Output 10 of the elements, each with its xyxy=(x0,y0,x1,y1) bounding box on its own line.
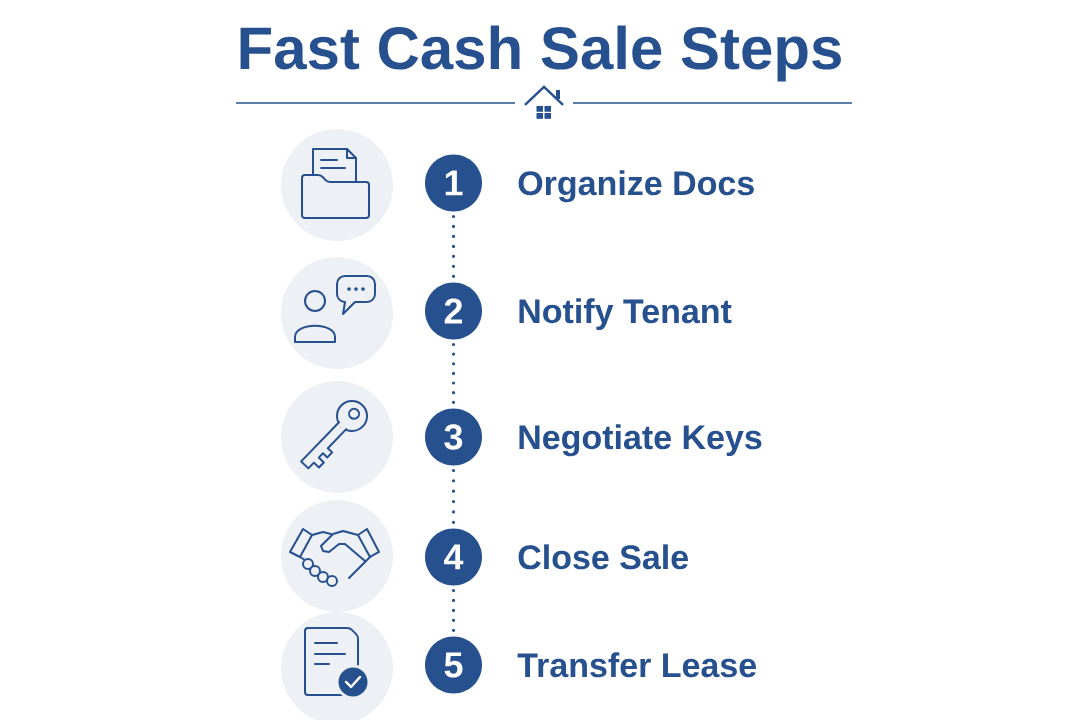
dotted-connector xyxy=(451,468,456,526)
title: Fast Cash Sale Steps xyxy=(240,25,841,82)
step-label: Organize Docs xyxy=(518,170,754,203)
step-label: Negotiate Keys xyxy=(519,424,762,457)
step-label: Close Sale xyxy=(518,544,688,570)
step-label: Transfer Lease xyxy=(517,652,756,678)
dotted-connector xyxy=(451,342,456,406)
dotted-connector xyxy=(451,588,456,634)
step-label: Notify Tenant xyxy=(519,298,732,331)
dotted-connector xyxy=(451,214,456,280)
